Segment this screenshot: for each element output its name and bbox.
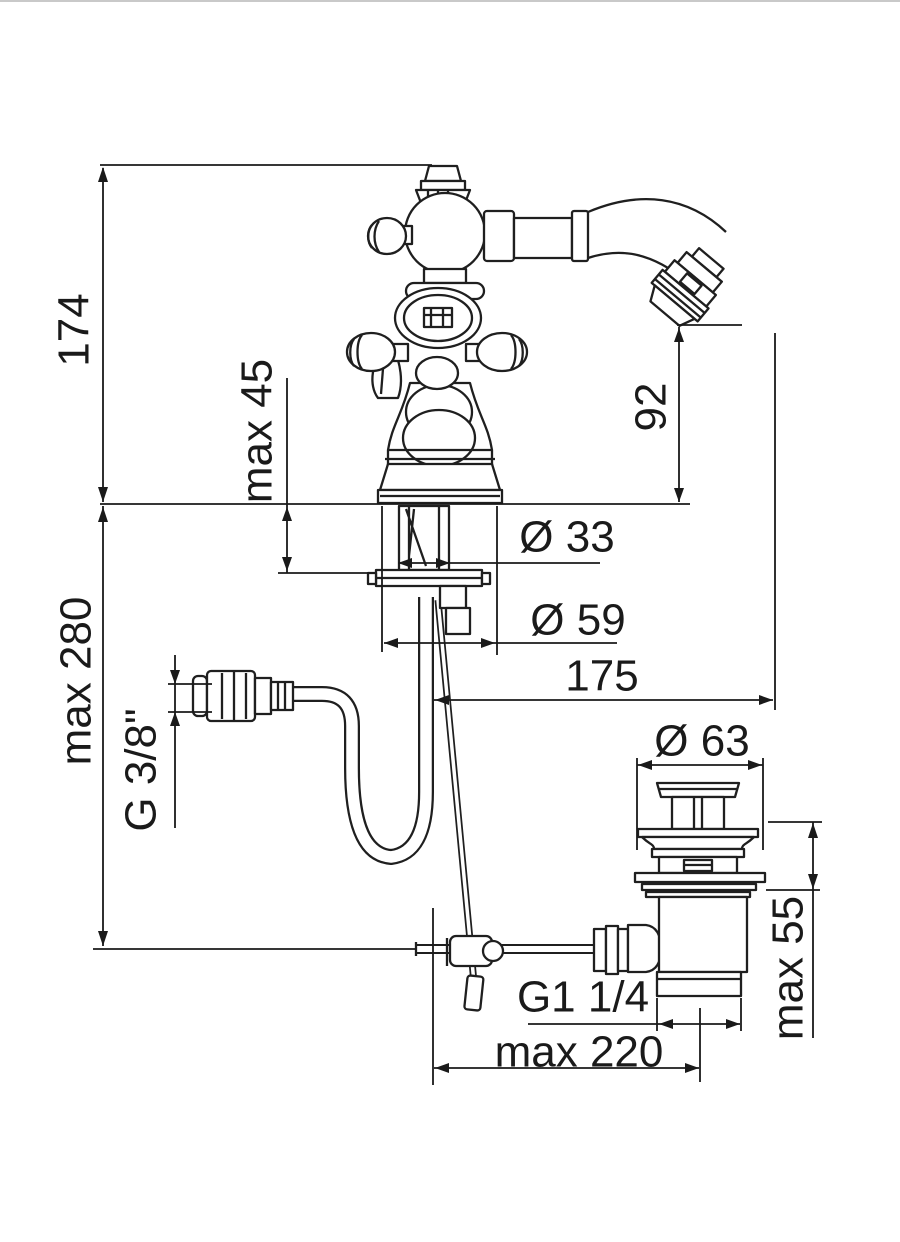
dim-label-max55: max 55 [764,896,813,1040]
dim-dia63: Ø 63 [636,717,764,850]
dim-label-174: 174 [50,293,99,366]
dim-deck-max45: max 45 [233,359,375,574]
dim-reach-175: 175 [434,333,776,710]
dim-supply-g38: G 3/8" [117,655,212,832]
dim-rod-max220: max 220 [432,908,701,1085]
dim-outlet-92: 92 [627,324,742,502]
mounting-shank [366,504,492,636]
scan-edge-artifact [0,0,900,2]
dim-depth-max280: max 280 [52,506,416,950]
pop-up-waste-assembly [633,781,767,998]
supply-hose [272,597,434,865]
spray-head [649,247,725,327]
pop-up-lever [414,923,663,976]
dim-waste-g114: G1 1/4 [517,973,742,1031]
faucet-body [345,164,727,505]
dim-label-max220: max 220 [495,1028,664,1077]
dim-label-max45: max 45 [233,359,282,503]
dim-dia59: Ø 59 [381,506,626,655]
dim-label-dia63: Ø 63 [654,717,749,766]
dim-dia33: Ø 33 [398,513,615,568]
dim-label-92: 92 [627,383,676,432]
dim-label-dia59: Ø 59 [530,596,625,645]
dim-basin-max55: max 55 [764,821,822,1040]
dim-label-dia33: Ø 33 [519,513,614,562]
dim-label-g38: G 3/8" [117,708,166,831]
dim-label-max280: max 280 [52,597,101,766]
dim-label-g114: G1 1/4 [517,973,649,1022]
dim-label-175: 175 [565,652,638,701]
dim-height-174: 174 [50,164,432,502]
hose-nut-g38 [191,669,295,723]
